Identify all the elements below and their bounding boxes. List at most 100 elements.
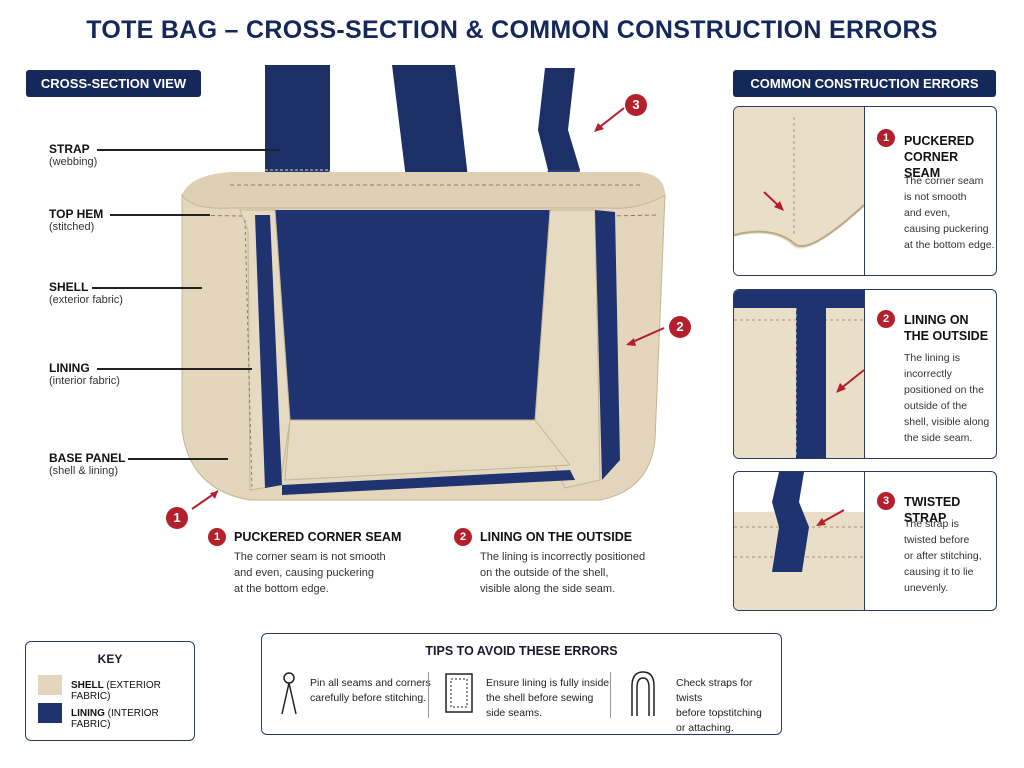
label-base-panel-sub: (shell & lining) xyxy=(49,465,119,477)
card-1-line: The corner seam xyxy=(904,175,984,187)
label-lining-sub: (interior fabric) xyxy=(49,375,120,387)
card-3-line: twisted before xyxy=(904,534,970,546)
left-lining-edge xyxy=(255,215,282,488)
base-panel-leader-line xyxy=(128,458,228,460)
badge-3-card: 3 xyxy=(877,492,895,510)
card-1-title: PUCKERED CORNER SEAM xyxy=(904,133,996,181)
error-2-line: The lining is incorrectly positioned xyxy=(480,551,646,563)
error-1-title: PUCKERED CORNER SEAM xyxy=(234,530,402,544)
badge-2-desc: 2 xyxy=(454,528,472,546)
tip-1-line: carefully before stitching. xyxy=(310,692,427,704)
card-2-title-line: THE OUTSIDE xyxy=(904,329,989,343)
badge-1-card: 1 xyxy=(877,129,895,147)
lining-panel-icon xyxy=(445,673,473,713)
label-top-hem: TOP HEM (stitched) xyxy=(49,207,103,233)
card-3-line: or after stitching, xyxy=(904,550,982,562)
arrow-2-icon xyxy=(626,327,665,346)
card-2-title-line: LINING ON xyxy=(904,313,969,327)
card-1-line: at the bottom edge. xyxy=(904,239,995,251)
card-1-line: and even, xyxy=(904,207,951,219)
strap-loop-icon xyxy=(631,671,655,716)
error-2-line: on the outside of the shell, xyxy=(480,567,609,579)
lining-outside-image xyxy=(734,290,865,458)
pin-icon xyxy=(281,672,297,715)
card-1-title-line: CORNER SEAM xyxy=(904,150,959,180)
top-hem-leader-line xyxy=(110,214,210,216)
label-shell-sub: (exterior fabric) xyxy=(49,294,123,306)
label-strap: STRAP (webbing) xyxy=(49,142,97,168)
cross-section-pill: CROSS-SECTION VIEW xyxy=(26,70,201,97)
tip-divider xyxy=(610,672,611,718)
error-2-line: visible along the side seam. xyxy=(480,583,616,595)
inner-right-wall xyxy=(534,209,601,489)
lining-outside-seam xyxy=(595,210,620,480)
card-1-line: causing puckering xyxy=(904,223,989,235)
error-1-line: and even, causing puckering xyxy=(234,567,375,579)
puckered-seam-image xyxy=(734,107,865,275)
card-2-title: LINING ON THE OUTSIDE xyxy=(904,312,988,344)
interior-lining xyxy=(275,210,550,420)
label-base-panel: BASE PANEL (shell & lining) xyxy=(49,451,125,477)
key-shell-text: SHELL (EXTERIOR FABRIC) xyxy=(71,680,194,702)
tip-3-text: Check straps for twists before topstitch… xyxy=(676,676,781,736)
errors-pill: COMMON CONSTRUCTION ERRORS xyxy=(733,70,996,97)
badge-1-desc: 1 xyxy=(208,528,226,546)
key-shell-label: SHELL xyxy=(71,680,104,691)
error-2-description: The lining is incorrectly positioned on … xyxy=(480,549,645,597)
card-1-body: The corner seam is not smooth and even, … xyxy=(904,173,994,253)
badge-2-bag: 2 xyxy=(669,316,691,338)
label-shell-head: SHELL xyxy=(49,280,89,294)
shell-swatch xyxy=(38,675,62,695)
label-lining: LINING (interior fabric) xyxy=(49,361,120,387)
key-lining-paren: (INTERIOR FABRIC) xyxy=(71,708,159,730)
error-card-1: 1 PUCKERED CORNER SEAM The corner seam i… xyxy=(733,106,997,276)
base-lining-edge xyxy=(282,470,575,495)
card-2-body: The lining is incorrectly positioned on … xyxy=(904,350,989,446)
key-shell-paren: (EXTERIOR FABRIC) xyxy=(71,680,161,702)
tip-3-line: Check straps for twists xyxy=(676,677,753,704)
error-1-line: at the bottom edge. xyxy=(234,583,329,595)
key-lining-label: LINING xyxy=(71,708,105,719)
error-1-description: The corner seam is not smooth and even, … xyxy=(234,549,386,597)
card-2-line: the side seam. xyxy=(904,432,973,444)
error-card-3: 3 TWISTED STRAP The strap is twisted bef… xyxy=(733,471,997,611)
tips-box: TIPS TO AVOID THESE ERRORS Pin all seams… xyxy=(261,633,782,735)
card-2-line: incorrectly xyxy=(904,368,952,380)
key-lining-text: LINING (INTERIOR FABRIC) xyxy=(71,708,194,730)
tip-2-line: Ensure lining is fully inside xyxy=(486,677,610,689)
strap-leader-line xyxy=(97,149,280,151)
key-title: KEY xyxy=(97,652,123,666)
twisted-strap-image xyxy=(734,472,865,610)
key-box: KEY SHELL (EXTERIOR FABRIC) LINING (INTE… xyxy=(25,641,195,741)
label-lining-head: LINING xyxy=(49,361,90,375)
card-2-line: The lining is xyxy=(904,352,961,364)
lining-leader-line xyxy=(97,368,252,370)
tip-2-line: side seams. xyxy=(486,707,543,719)
label-top-hem-sub: (stitched) xyxy=(49,221,95,233)
tip-2-text: Ensure lining is fully inside the shell … xyxy=(486,676,609,721)
tip-divider xyxy=(428,672,429,718)
badge-2-card: 2 xyxy=(877,310,895,328)
tip-3-line: or attaching. xyxy=(676,722,734,734)
base-floor xyxy=(284,419,571,481)
tip-1-text: Pin all seams and corners carefully befo… xyxy=(310,676,431,706)
arrow-1-icon xyxy=(191,490,219,510)
card-2-line: positioned on the xyxy=(904,384,984,396)
card-2-line: outside of the xyxy=(904,400,968,412)
shell-leader-line xyxy=(92,287,202,289)
page-title: TOTE BAG – CROSS-SECTION & COMMON CONSTR… xyxy=(86,16,938,44)
card-1-title-line: PUCKERED xyxy=(904,134,975,148)
top-hem-rim xyxy=(182,172,665,210)
label-base-panel-head: BASE PANEL xyxy=(49,451,126,465)
card-3-body: The strap is twisted before or after sti… xyxy=(904,516,982,596)
error-1-line: The corner seam is not smooth xyxy=(234,551,386,563)
tote-bag-illustration xyxy=(181,65,666,501)
tips-title: TIPS TO AVOID THESE ERRORS xyxy=(425,644,618,658)
card-1-line: is not smooth xyxy=(904,191,967,203)
tip-1-line: Pin all seams and corners xyxy=(310,677,431,689)
lining-swatch xyxy=(38,703,62,723)
label-top-hem-head: TOP HEM xyxy=(49,207,104,221)
error-2-title: LINING ON THE OUTSIDE xyxy=(480,530,633,544)
badge-3-bag: 3 xyxy=(625,94,647,116)
card-3-line: causing it to lie xyxy=(904,566,974,578)
